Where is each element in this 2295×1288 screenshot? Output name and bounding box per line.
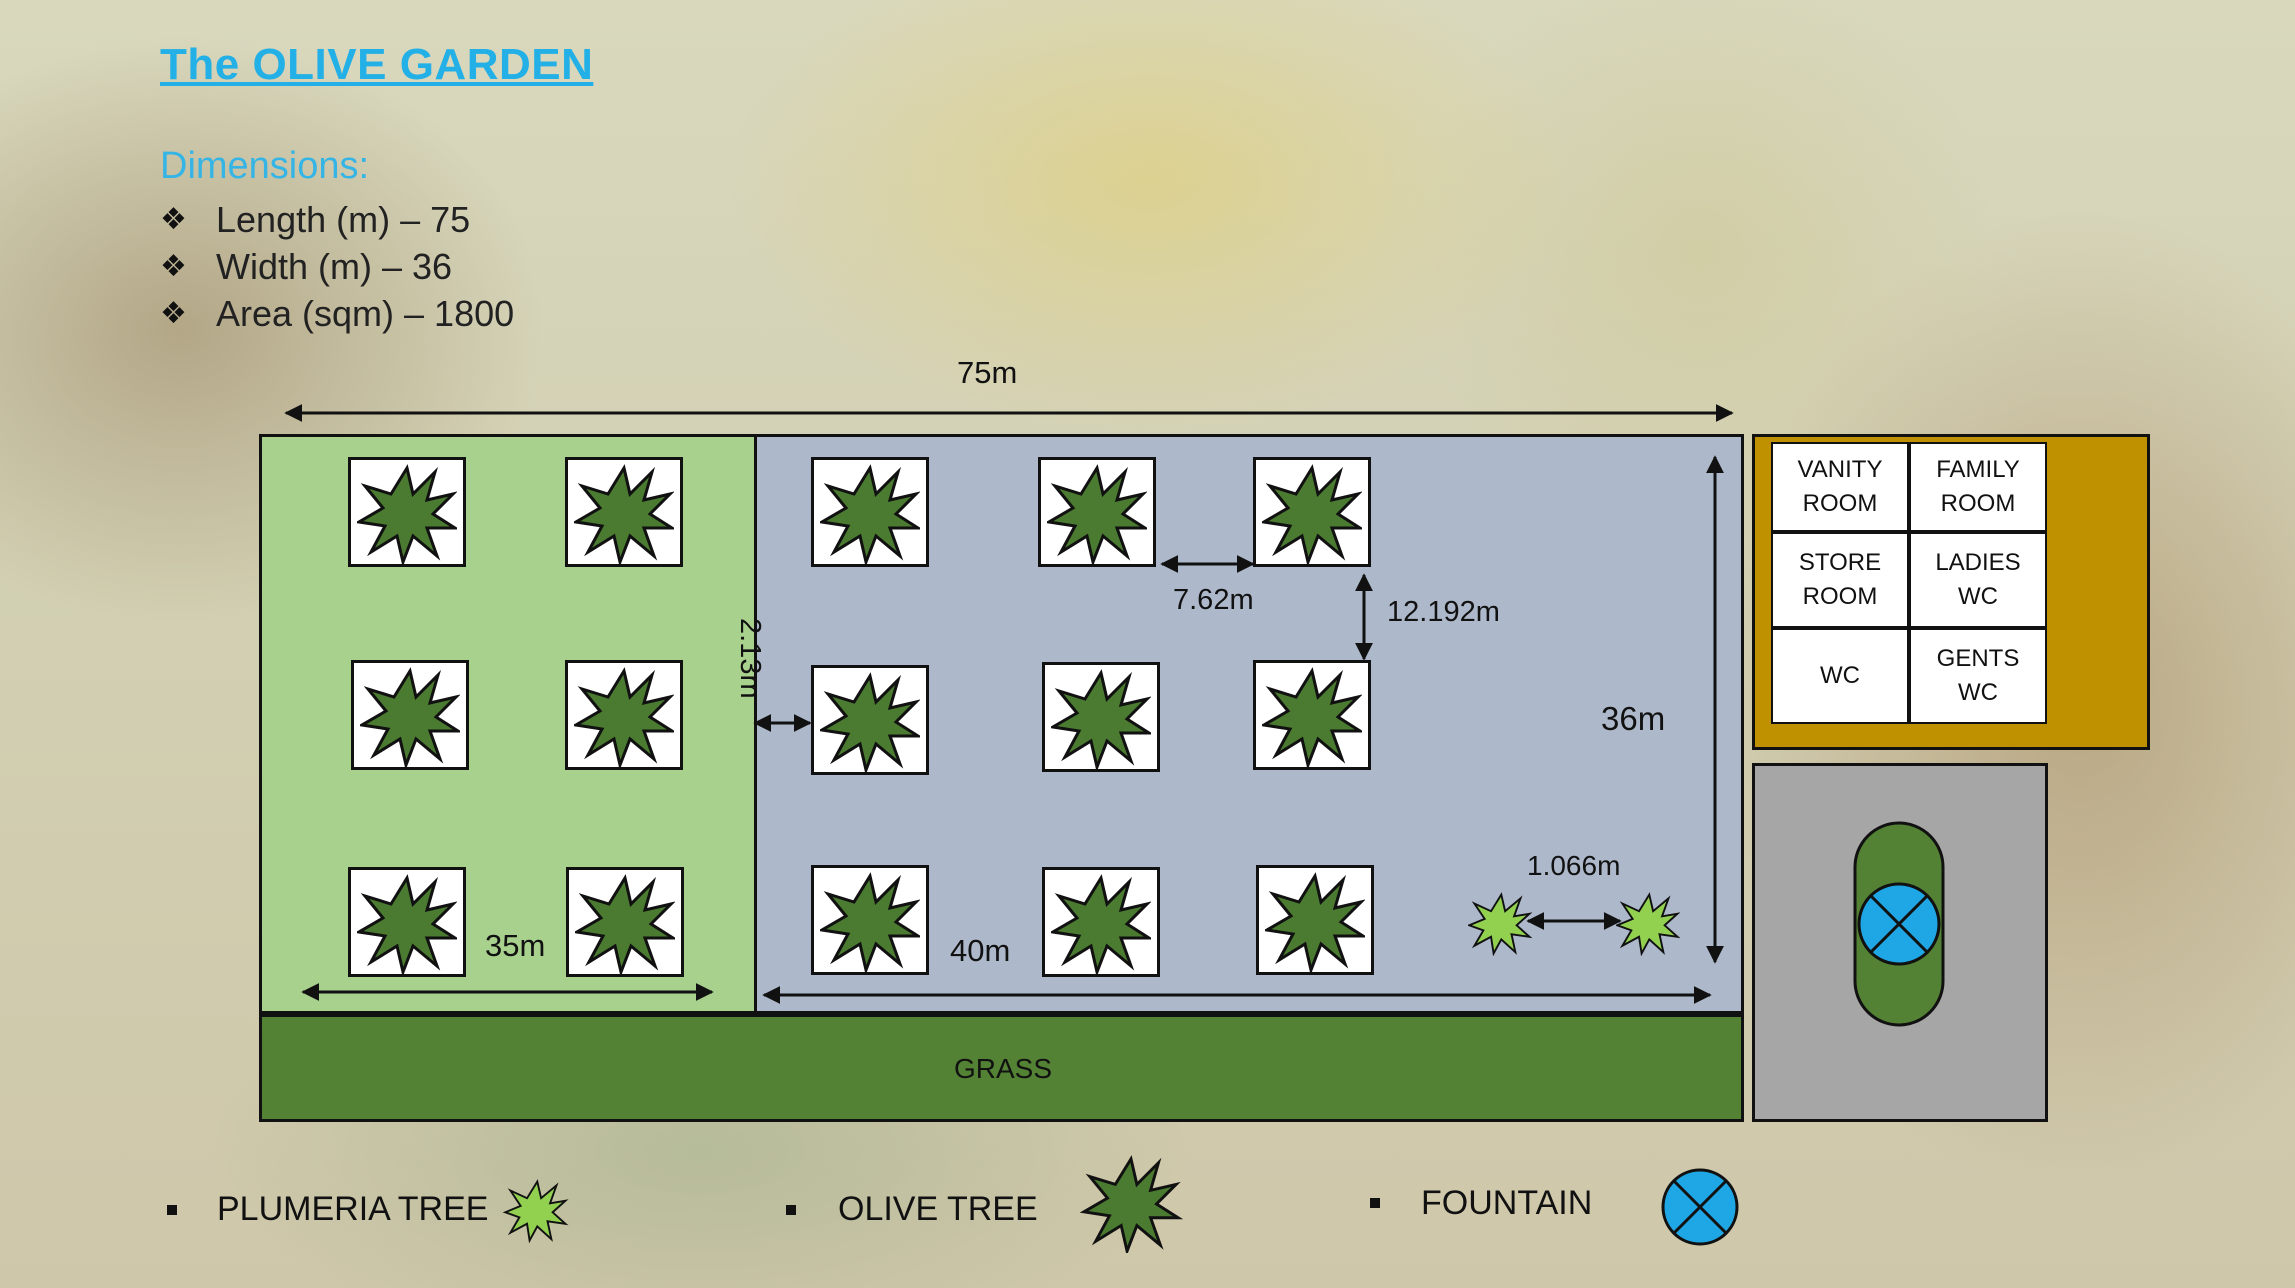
room-ladies-wc: LADIES WC — [1909, 532, 2047, 628]
label-width: 36m — [1601, 700, 1666, 737]
square-bullet-icon — [1370, 1198, 1380, 1208]
olive-tree-box — [1253, 457, 1371, 567]
room-vanity: VANITY ROOM — [1771, 442, 1909, 532]
legend-plumeria-label: PLUMERIA TREE — [217, 1190, 489, 1228]
square-bullet-icon — [786, 1205, 796, 1215]
olive-tree-box — [565, 457, 683, 567]
diamond-bullet-icon: ❖ — [160, 203, 187, 236]
label-plumeria-spacing: 1.066m — [1527, 850, 1621, 881]
fountain-icon — [1661, 1168, 1739, 1246]
diamond-bullet-icon: ❖ — [160, 297, 187, 330]
olive-tree-box — [1038, 457, 1156, 567]
olive-tree-box — [1253, 660, 1371, 770]
page-title: The OLIVE GARDEN — [160, 40, 594, 89]
label-olive-spacing-h: 7.62m — [1173, 584, 1254, 616]
olive-tree-icon — [1079, 1155, 1183, 1253]
list-item: ❖ Area (sqm) – 1800 — [160, 290, 514, 337]
dimension-width: Width (m) – 36 — [216, 246, 453, 287]
dimensions-heading: Dimensions: — [160, 145, 370, 187]
olive-tree-box — [1256, 865, 1374, 975]
olive-tree-box — [566, 867, 684, 977]
label-olive-spacing-v: 12.192m — [1387, 596, 1500, 628]
grass-zone — [259, 1014, 1744, 1122]
dimensions-list: ❖ Length (m) – 75 ❖ Width (m) – 36 ❖ Area (… — [160, 196, 514, 337]
plumeria-tree-icon — [502, 1179, 570, 1243]
olive-tree-box — [348, 457, 466, 567]
olive-tree-box — [565, 660, 683, 770]
fountain-icon — [1853, 821, 1945, 1027]
room-wc: WC — [1771, 628, 1909, 724]
room-gents-wc: GENTS WC — [1909, 628, 2047, 724]
label-total-length: 75m — [957, 355, 1018, 390]
square-bullet-icon — [167, 1205, 177, 1215]
grass-label: GRASS — [954, 1053, 1053, 1084]
room-family: FAMILY ROOM — [1909, 442, 2047, 532]
label-left-section: 35m — [485, 928, 546, 963]
olive-tree-box — [811, 665, 929, 775]
olive-tree-box — [351, 660, 469, 770]
olive-tree-box — [811, 865, 929, 975]
room-store: STORE ROOM — [1771, 532, 1909, 628]
olive-tree-box — [811, 457, 929, 567]
list-item: ❖ Width (m) – 36 — [160, 243, 514, 290]
legend-fountain-label: FOUNTAIN — [1421, 1184, 1593, 1222]
olive-tree-box — [1042, 662, 1160, 772]
dimension-area: Area (sqm) – 1800 — [216, 293, 515, 334]
olive-tree-box — [1042, 867, 1160, 977]
legend-olive-label: OLIVE TREE — [838, 1190, 1038, 1228]
dimension-length: Length (m) – 75 — [216, 199, 471, 240]
diamond-bullet-icon: ❖ — [160, 250, 187, 283]
label-right-section: 40m — [950, 933, 1011, 968]
list-item: ❖ Length (m) – 75 — [160, 196, 514, 243]
label-path-gap: 2.13m — [734, 618, 766, 699]
olive-tree-box — [348, 867, 466, 977]
